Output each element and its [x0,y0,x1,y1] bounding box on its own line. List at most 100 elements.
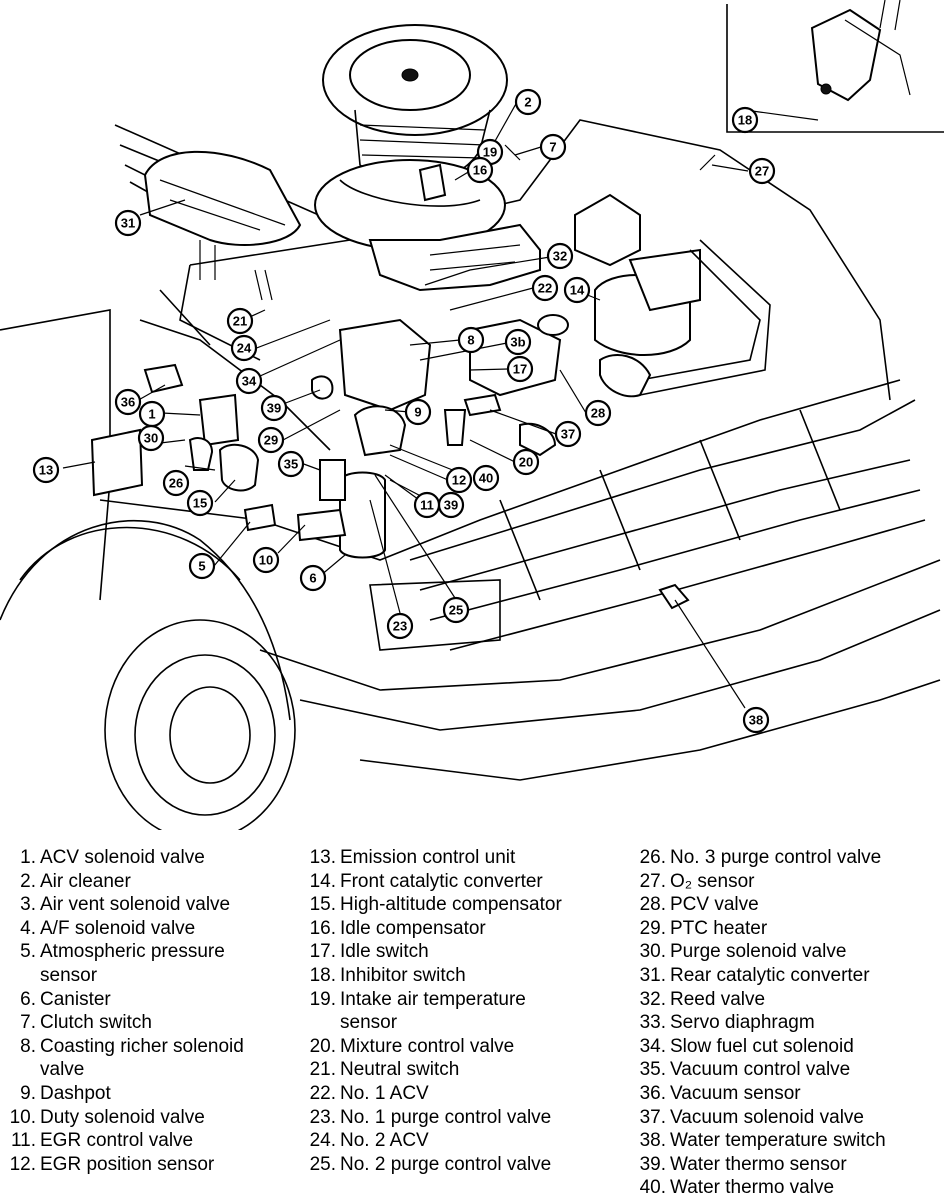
callout-number: 31 [121,216,135,231]
legend-item: 20.Mixture control valve [300,1035,562,1059]
legend-item-number: 14. [309,870,336,892]
callout-markers: 31 2 19 7 16 27 18 32 14 22 21 24 34 39 … [32,88,776,734]
legend-item-number: 22. [309,1082,336,1104]
legend-item-number: 28. [639,894,666,916]
legend-item-number: 8. [20,1035,36,1057]
legend-item-label: Emission control unit [340,847,516,868]
legend-item-number: 31. [639,964,666,986]
callout-20: 20 [512,448,540,476]
legend-item-label: Vacuum control valve [670,1059,851,1081]
legend-item-number: 18. [309,964,336,986]
callout-24: 24 [230,334,258,362]
inset-detail-box [726,0,944,133]
legend-item-label: Water temperature switch [670,1130,886,1152]
callout-number: 20 [519,455,533,470]
callout-27: 27 [748,157,776,185]
legend-item-label: Idle switch [340,941,429,963]
legend-item: 8.Coasting richer solenoid [0,1035,244,1059]
legend-item-label: Air vent solenoid valve [40,894,231,916]
callout-number: 23 [393,619,407,634]
front-catalytic-converter-drawing [574,193,771,398]
legend-item-number: 11. [10,1130,36,1152]
legend-item: 2.Air cleaner [0,870,244,894]
legend-item: 32.Reed valve [630,988,886,1012]
legend-item-label: PCV valve [670,894,759,916]
callout-7: 7 [539,133,567,161]
callout-number: 37 [561,427,575,442]
legend-item-label: Vacuum solenoid valve [670,1106,864,1128]
legend-item: 17.Idle switch [300,940,562,964]
legend-item-label: Reed valve [670,988,766,1010]
callout-32: 32 [546,242,574,270]
legend-item-label: Servo diaphragm [670,1012,815,1034]
legend-item-label: Dashpot [40,1082,111,1104]
legend-item-number: 20. [309,1035,336,1057]
legend-item: 11.EGR control valve [0,1129,244,1153]
legend-item-number: 37. [639,1106,666,1128]
legend-item-number: 32. [639,988,666,1010]
legend-item-label: PTC heater [670,917,768,939]
legend-item-number: 39. [639,1153,666,1175]
legend-item: 25.No. 2 purge control valve [300,1153,562,1177]
legend-item-label: Air cleaner [40,870,131,892]
legend-item-number: 6. [20,988,36,1010]
callout-number: 16 [473,163,487,178]
callout-number: 3b [510,335,525,350]
legend-item: 13.Emission control unit [300,846,562,870]
legend-item-continuation: sensor [340,1012,398,1034]
callout-11: 11 [413,491,441,519]
legend-item-label: Intake air temperature [340,988,526,1010]
legend-item: 6.Canister [0,988,244,1012]
legend-item-label: Inhibitor switch [340,964,466,986]
callout-29: 29 [257,426,285,454]
callout-number: 36 [121,395,135,410]
callout-6: 6 [299,564,327,592]
legend-item: 3.Air vent solenoid valve [0,893,244,917]
callout-39: 39 [260,394,288,422]
legend-item-label: No. 3 purge control valve [670,847,882,868]
callout-number: 27 [755,164,769,179]
callout-number: 25 [449,603,463,618]
legend-item-number: 1. [20,847,36,868]
callout-25: 25 [442,596,470,624]
legend-item-number: 16. [309,917,336,939]
leader-lines [62,101,819,709]
callout-9: 9 [404,398,432,426]
callout-number: 11 [420,498,434,513]
air-cleaner-drawing [314,24,508,251]
legend-item-number: 12. [9,1153,36,1175]
legend-item-label: No. 1 ACV [340,1082,429,1104]
callout-2: 2 [514,88,542,116]
callout-number: 15 [193,496,207,511]
legend-item: 28.PCV valve [630,893,886,917]
callout-16: 16 [466,156,494,184]
callout-number: 7 [549,140,556,155]
legend-item: 10.Duty solenoid valve [0,1106,244,1130]
legend-item-number: 33. [639,1012,666,1034]
rear-catalytic-converter-drawing [143,150,302,280]
legend-item: 5.Atmospheric pressure [0,940,244,964]
legend-item-label: No. 2 purge control valve [340,1153,552,1175]
legend-item: 34.Slow fuel cut solenoid [630,1035,886,1059]
legend-item: 36.Vacuum sensor [630,1082,886,1106]
legend-item-number: 30. [639,941,666,963]
legend-item-label: Water thermo valve [670,1177,835,1199]
legend-item-number: 7. [20,1012,36,1034]
legend-item: 38.Water temperature switch [630,1129,886,1153]
callout-38: 38 [742,706,770,734]
callout-22: 22 [531,274,559,302]
legend-item-number: 26. [639,847,666,868]
legend-item: 22.No. 1 ACV [300,1082,562,1106]
callout-number: 12 [452,473,466,488]
legend-item: 37.Vacuum solenoid valve [630,1106,886,1130]
legend-item-number: 24. [309,1130,336,1152]
callout-number: 6 [309,571,316,586]
legend-item-label: O₂ sensor [670,870,755,892]
legend-item-continuation: valve [40,1059,85,1081]
legend-item: 33.Servo diaphragm [630,1011,886,1035]
legend-item-label: Slow fuel cut solenoid [670,1035,854,1057]
legend-item-label: No. 1 purge control valve [340,1106,552,1128]
callout-number: 18 [738,113,752,128]
callout-15: 15 [186,489,214,517]
